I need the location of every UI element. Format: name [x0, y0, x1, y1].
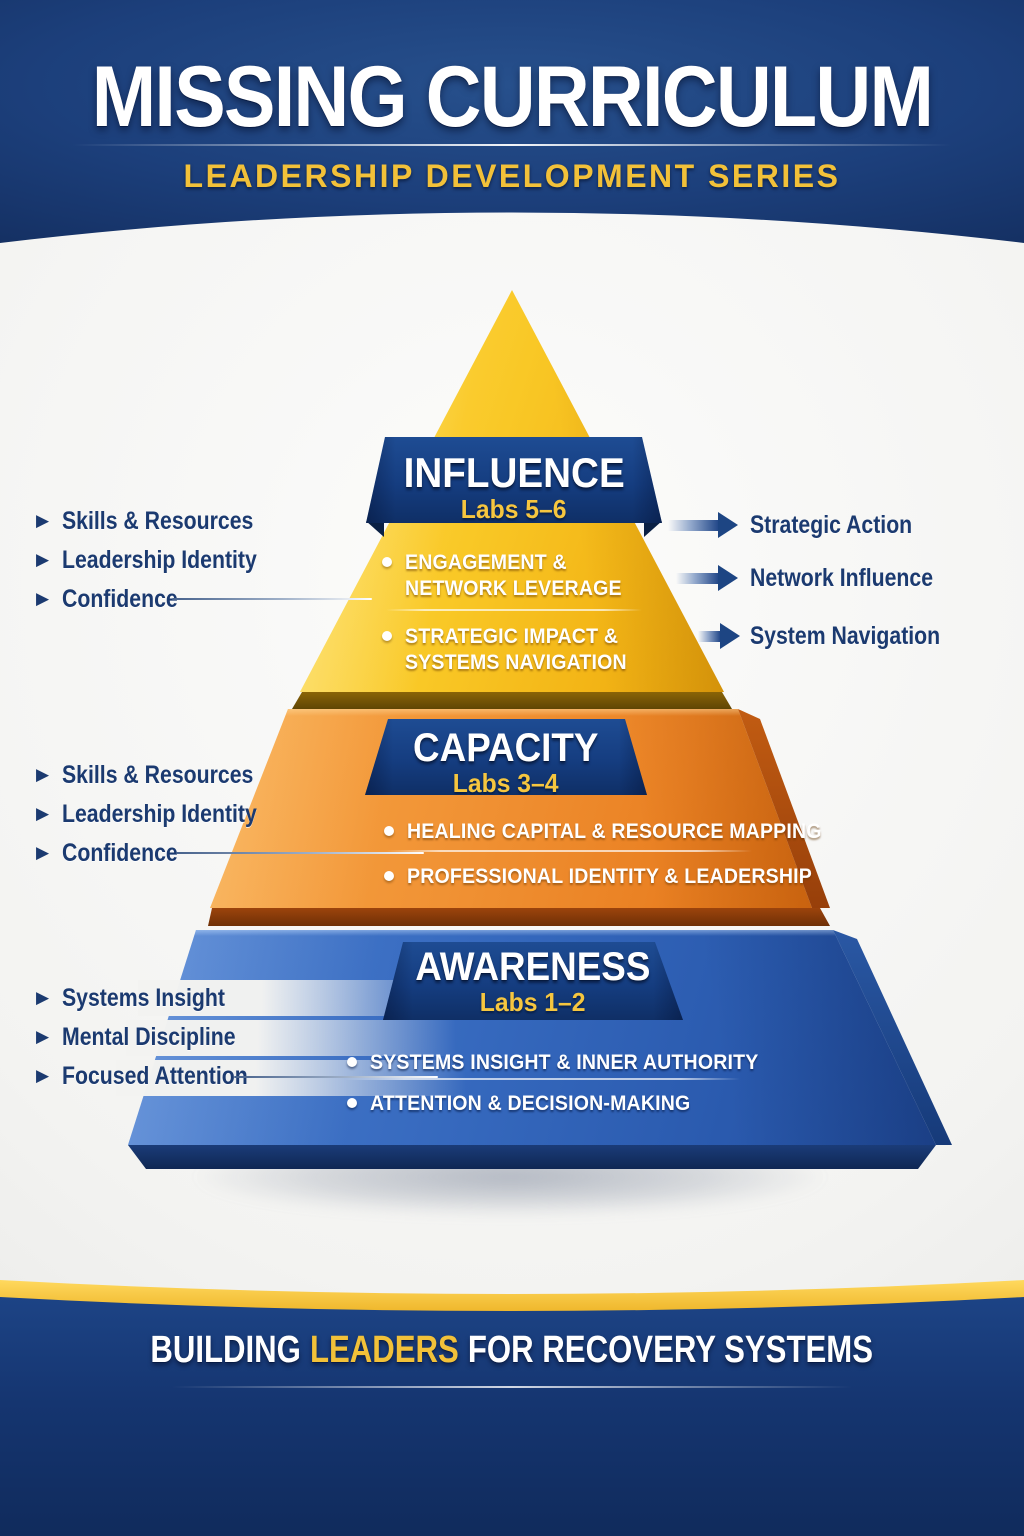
side-label: Mental Discipline [62, 1023, 236, 1051]
footer-divider [172, 1386, 852, 1388]
list-item: ▶ Leadership Identity [36, 798, 291, 830]
triangle-right-icon: ▶ [36, 511, 50, 530]
pyramid-level-influence-base-edge [292, 692, 732, 709]
list-item: ▶ Leadership Identity [36, 544, 291, 576]
page-subtitle: LEADERSHIP DEVELOPMENT SERIES [183, 158, 841, 194]
left-labels-influence: ▶ Skills & Resources ▶ Leadership Identi… [36, 505, 291, 615]
level-title-awareness: AWARENESS [415, 945, 651, 989]
influence-bullet-1: ENGAGEMENT & NETWORK LEVERAGE [405, 551, 622, 600]
left-labels-capacity: ▶ Skills & Resources ▶ Leadership Identi… [36, 759, 291, 869]
influence-bullet-2: STRATEGIC IMPACT & SYSTEMS NAVIGATION [405, 625, 627, 674]
triangle-right-icon: ▶ [36, 988, 50, 1007]
pyramid-level-capacity-base-edge [208, 908, 830, 926]
header: MISSING CURRICULUM LEADERSHIP DEVELOPMEN… [0, 0, 1024, 235]
banner-influence: INFLUENCE Labs 5–6 [366, 437, 662, 523]
level-labs-capacity: Labs 3–4 [453, 768, 559, 798]
footer-band [0, 1296, 1024, 1536]
banner-capacity: CAPACITY Labs 3–4 [365, 719, 647, 795]
side-label: Confidence [62, 585, 178, 613]
bullet-separator [345, 1078, 740, 1080]
capacity-bullet-1: HEALING CAPITAL & RESOURCE MAPPING [407, 820, 822, 843]
bullet-dot-icon [382, 631, 392, 641]
arrow-right-icon [668, 519, 718, 531]
right-label: Strategic Action [750, 511, 913, 539]
list-item: PROFESSIONAL IDENTITY & LEADERSHIP [384, 864, 842, 890]
side-label: Skills & Resources [62, 507, 254, 535]
triangle-right-icon: ▶ [36, 765, 50, 784]
side-label: Systems Insight [62, 984, 225, 1012]
list-item: ▶ Confidence [36, 837, 291, 869]
arrow-right-icon [718, 512, 738, 538]
arrow-right-icon [698, 630, 720, 642]
footer-text-suffix: FOR RECOVERY SYSTEMS [468, 1329, 874, 1371]
bullet-dot-icon [384, 871, 394, 881]
label-streak [126, 1020, 456, 1056]
connector-line [176, 852, 424, 854]
list-item: ATTENTION & DECISION-MAKING [347, 1091, 715, 1117]
triangle-right-icon: ▶ [36, 843, 50, 862]
right-label: System Navigation [750, 622, 941, 650]
pyramid-level-awareness-base-edge [128, 1145, 936, 1169]
triangle-right-icon: ▶ [36, 1027, 50, 1046]
left-labels-awareness: ▶ Systems Insight ▶ Mental Discipline ▶ … [36, 982, 281, 1092]
triangle-right-icon: ▶ [36, 804, 50, 823]
list-item: ENGAGEMENT & NETWORK LEVERAGE [382, 550, 638, 602]
arrow-right-icon [718, 565, 738, 591]
list-item: ▶ Focused Attention [36, 1060, 281, 1092]
side-label: Skills & Resources [62, 761, 254, 789]
connector-line [172, 598, 372, 600]
title-divider [72, 144, 952, 146]
footer-text-prefix: BUILDING [150, 1329, 302, 1371]
list-item: ▶ Mental Discipline [36, 1021, 281, 1053]
level-title-influence: INFLUENCE [403, 449, 625, 496]
right-annotation-2: Network Influence [676, 564, 965, 592]
triangle-right-icon: ▶ [36, 550, 50, 569]
level-labs-influence: Labs 5–6 [461, 494, 567, 524]
bullet-dot-icon [347, 1057, 357, 1067]
list-item: ▶ Skills & Resources [36, 505, 291, 537]
bullet-dot-icon [347, 1098, 357, 1108]
header-band [0, 0, 1024, 243]
list-item: SYSTEMS INSIGHT & INNER AUTHORITY [347, 1050, 788, 1076]
side-label: Confidence [62, 839, 178, 867]
right-label: Network Influence [750, 564, 934, 592]
bullet-dot-icon [382, 557, 392, 567]
list-item: HEALING CAPITAL & RESOURCE MAPPING [384, 819, 853, 845]
right-annotation-3: System Navigation [698, 622, 974, 650]
connector-line [234, 1076, 438, 1078]
awareness-bullet-1: SYSTEMS INSIGHT & INNER AUTHORITY [370, 1051, 759, 1074]
list-item: ▶ Confidence [36, 583, 291, 615]
list-item: ▶ Skills & Resources [36, 759, 291, 791]
bullet-separator [386, 609, 642, 611]
side-label: Leadership Identity [62, 800, 257, 828]
triangle-right-icon: ▶ [36, 589, 50, 608]
side-label: Leadership Identity [62, 546, 257, 574]
footer: BUILDING LEADERS FOR RECOVERY SYSTEMS [0, 1328, 1024, 1388]
footer-gold-stripe [0, 1280, 1024, 1311]
awareness-bullet-2: ATTENTION & DECISION-MAKING [370, 1092, 691, 1115]
arrow-right-icon [720, 623, 740, 649]
page-title: MISSING CURRICULUM [91, 49, 934, 145]
level-labs-awareness: Labs 1–2 [480, 987, 586, 1017]
list-item: STRATEGIC IMPACT & SYSTEMS NAVIGATION [382, 624, 644, 676]
arrow-right-icon [676, 572, 718, 584]
triangle-right-icon: ▶ [36, 1066, 50, 1085]
footer-text-highlight: LEADERS [310, 1329, 460, 1371]
bullet-separator [386, 850, 752, 852]
right-annotation-1: Strategic Action [668, 511, 941, 539]
banner-awareness: AWARENESS Labs 1–2 [383, 942, 683, 1020]
capacity-bullet-2: PROFESSIONAL IDENTITY & LEADERSHIP [407, 865, 812, 888]
side-label: Focused Attention [62, 1062, 248, 1090]
bullet-dot-icon [384, 826, 394, 836]
list-item: ▶ Systems Insight [36, 982, 281, 1014]
level-title-capacity: CAPACITY [413, 726, 599, 770]
footer-tagline: BUILDING LEADERS FOR RECOVERY SYSTEMS [151, 1328, 874, 1372]
